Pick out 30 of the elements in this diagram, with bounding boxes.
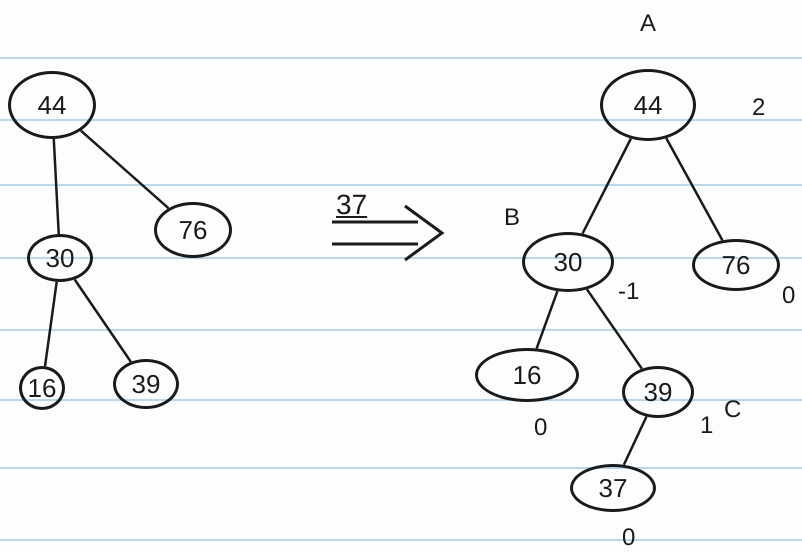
node-annotation: 0 xyxy=(534,416,548,440)
tree-node-ellipse: 76 xyxy=(154,202,232,258)
tree-node-ellipse: 39 xyxy=(622,366,694,418)
tree-node-ellipse: 30 xyxy=(522,232,614,292)
node-annotation: 0 xyxy=(622,526,636,550)
tree-node-ellipse: 44 xyxy=(600,69,696,141)
tree-edge xyxy=(74,278,132,362)
tree-edge xyxy=(586,288,643,370)
node-annotation: -1 xyxy=(618,280,640,304)
tree-edge xyxy=(80,130,170,210)
tree-node-ellipse: 76 xyxy=(692,239,780,291)
node-annotation: A xyxy=(640,12,656,36)
tree-node-ellipse: 30 xyxy=(27,234,93,282)
tree-edge xyxy=(44,282,58,366)
node-annotation: 2 xyxy=(752,96,766,120)
tree-node-ellipse: 44 xyxy=(8,71,96,139)
tree-edge xyxy=(665,138,724,241)
inserted-key-label: 37 xyxy=(336,188,368,222)
node-annotation: 1 xyxy=(700,414,714,438)
tree-edge xyxy=(52,138,60,234)
node-annotation: C xyxy=(724,398,742,422)
tree-edge xyxy=(622,416,648,466)
tree-edge xyxy=(581,138,632,234)
tree-node-ellipse: 16 xyxy=(19,366,65,410)
node-annotation: 0 xyxy=(782,284,796,308)
tree-node-ellipse: 39 xyxy=(113,359,179,409)
tree-node-ellipse: 16 xyxy=(475,348,579,402)
tree-edge xyxy=(535,290,559,349)
node-annotation: B xyxy=(504,206,520,230)
tree-node-ellipse: 37 xyxy=(570,464,656,512)
